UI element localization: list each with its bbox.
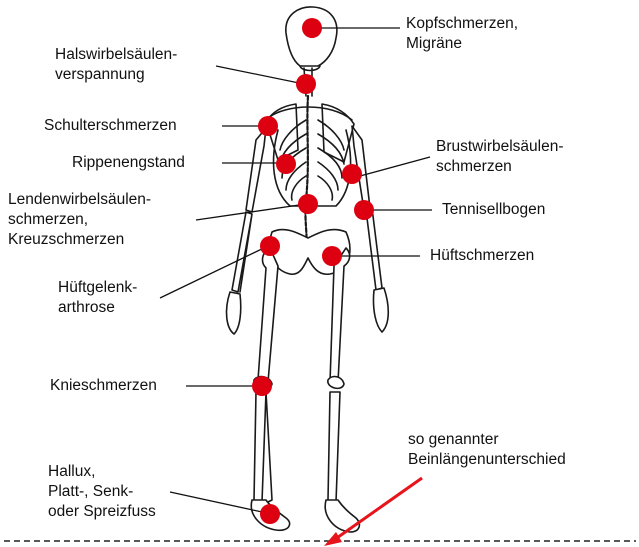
pain-dot-hals <box>296 74 316 94</box>
left-upper-arm <box>246 128 266 212</box>
pain-dot-schulter <box>258 116 278 136</box>
right-tibia <box>328 392 340 502</box>
right-hand <box>373 288 388 332</box>
leader-hallux <box>170 492 262 512</box>
label-rippenengstand: Rippenengstand <box>72 153 185 173</box>
pain-dot-hallux <box>260 504 280 524</box>
label-schulterschmerzen: Schulterschmerzen <box>44 116 177 136</box>
left-tibia <box>254 392 272 502</box>
label-lendenwirbelsaeule: Lendenwirbelsäulen- schmerzen, Kreuzschm… <box>8 190 151 250</box>
leader-hueftgelenk <box>160 246 268 298</box>
pain-dot-tennis <box>354 200 374 220</box>
label-hueftgelenkarthrose: Hüftgelenk- arthrose <box>58 278 137 318</box>
label-beinlaengenunterschied: so genannter Beinlängenunterschied <box>408 430 566 470</box>
pain-dot-hueft <box>322 246 342 266</box>
pain-dot-rippen <box>276 154 296 174</box>
left-forearm <box>232 212 252 292</box>
pain-dot-knie <box>252 376 272 396</box>
pain-dot-lenden <box>298 194 318 214</box>
pain-dot-hueftgelenk <box>260 236 280 256</box>
label-hueftschmerzen: Hüftschmerzen <box>430 246 534 266</box>
left-hand <box>227 292 241 334</box>
label-kopfschmerzen: Kopfschmerzen, Migräne <box>406 14 518 54</box>
leader-brust <box>360 157 430 176</box>
spine <box>305 96 308 248</box>
right-forearm <box>366 208 382 290</box>
label-knieschmerzen: Knieschmerzen <box>50 376 157 396</box>
label-hallux: Hallux, Platt-, Senk- oder Spreizfuss <box>48 462 156 522</box>
pain-dot-kopf <box>302 18 322 38</box>
label-tennisellbogen: Tennisellbogen <box>442 200 545 220</box>
right-patella <box>328 377 344 389</box>
leader-hals <box>216 66 304 84</box>
label-brustwirbelsaeule: Brustwirbelsäulen- schmerzen <box>436 137 564 177</box>
left-femur <box>258 248 278 382</box>
pain-dot-brust <box>342 164 362 184</box>
label-halswirbelsaeule: Halswirbelsäulen- verspannung <box>55 45 177 85</box>
